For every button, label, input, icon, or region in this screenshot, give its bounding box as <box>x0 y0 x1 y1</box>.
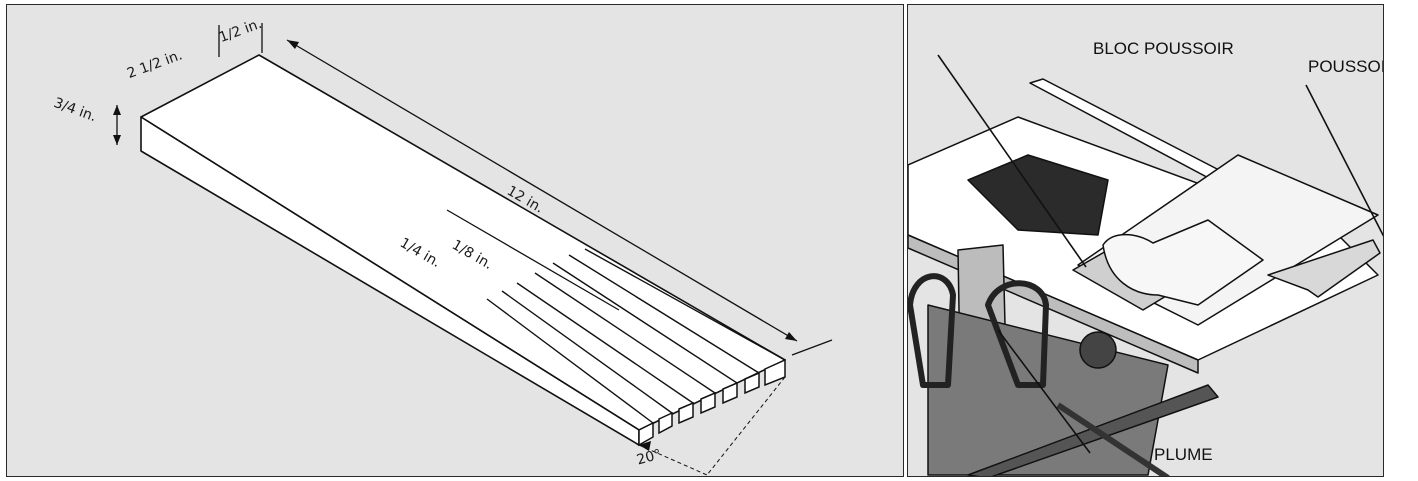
feather-fingers <box>638 358 786 447</box>
push-stick-label: POUSSOIR <box>1308 57 1383 76</box>
push-block-leader-line <box>937 54 1087 268</box>
finger-dimension-line <box>446 209 620 311</box>
featherboard-diagram-panel: 2 1/2 in. 1/2 in. 3/4 in. 12 in. 1/8 in.… <box>6 4 904 477</box>
table-saw-drawing <box>908 54 1383 476</box>
feather-label: PLUME <box>1154 445 1213 464</box>
push-block-label: BLOC POUSSOIR <box>1093 39 1234 58</box>
push-stick-leader-line <box>1305 84 1383 237</box>
feather-leader-line <box>997 329 1091 454</box>
table-saw-illustration-panel: BLOC POUSSOIR POUSSOIR PLUME <box>907 4 1384 477</box>
length-dimension-line <box>286 39 798 342</box>
dimension-arrowheads <box>113 40 797 451</box>
blade-knob <box>1079 331 1117 369</box>
blade-guard <box>967 154 1109 236</box>
push-stick <box>1267 239 1381 298</box>
angle-guide <box>638 376 786 476</box>
finger-cut-lines <box>486 248 786 424</box>
hand <box>1102 219 1264 306</box>
featherboard-drawing <box>113 23 833 476</box>
